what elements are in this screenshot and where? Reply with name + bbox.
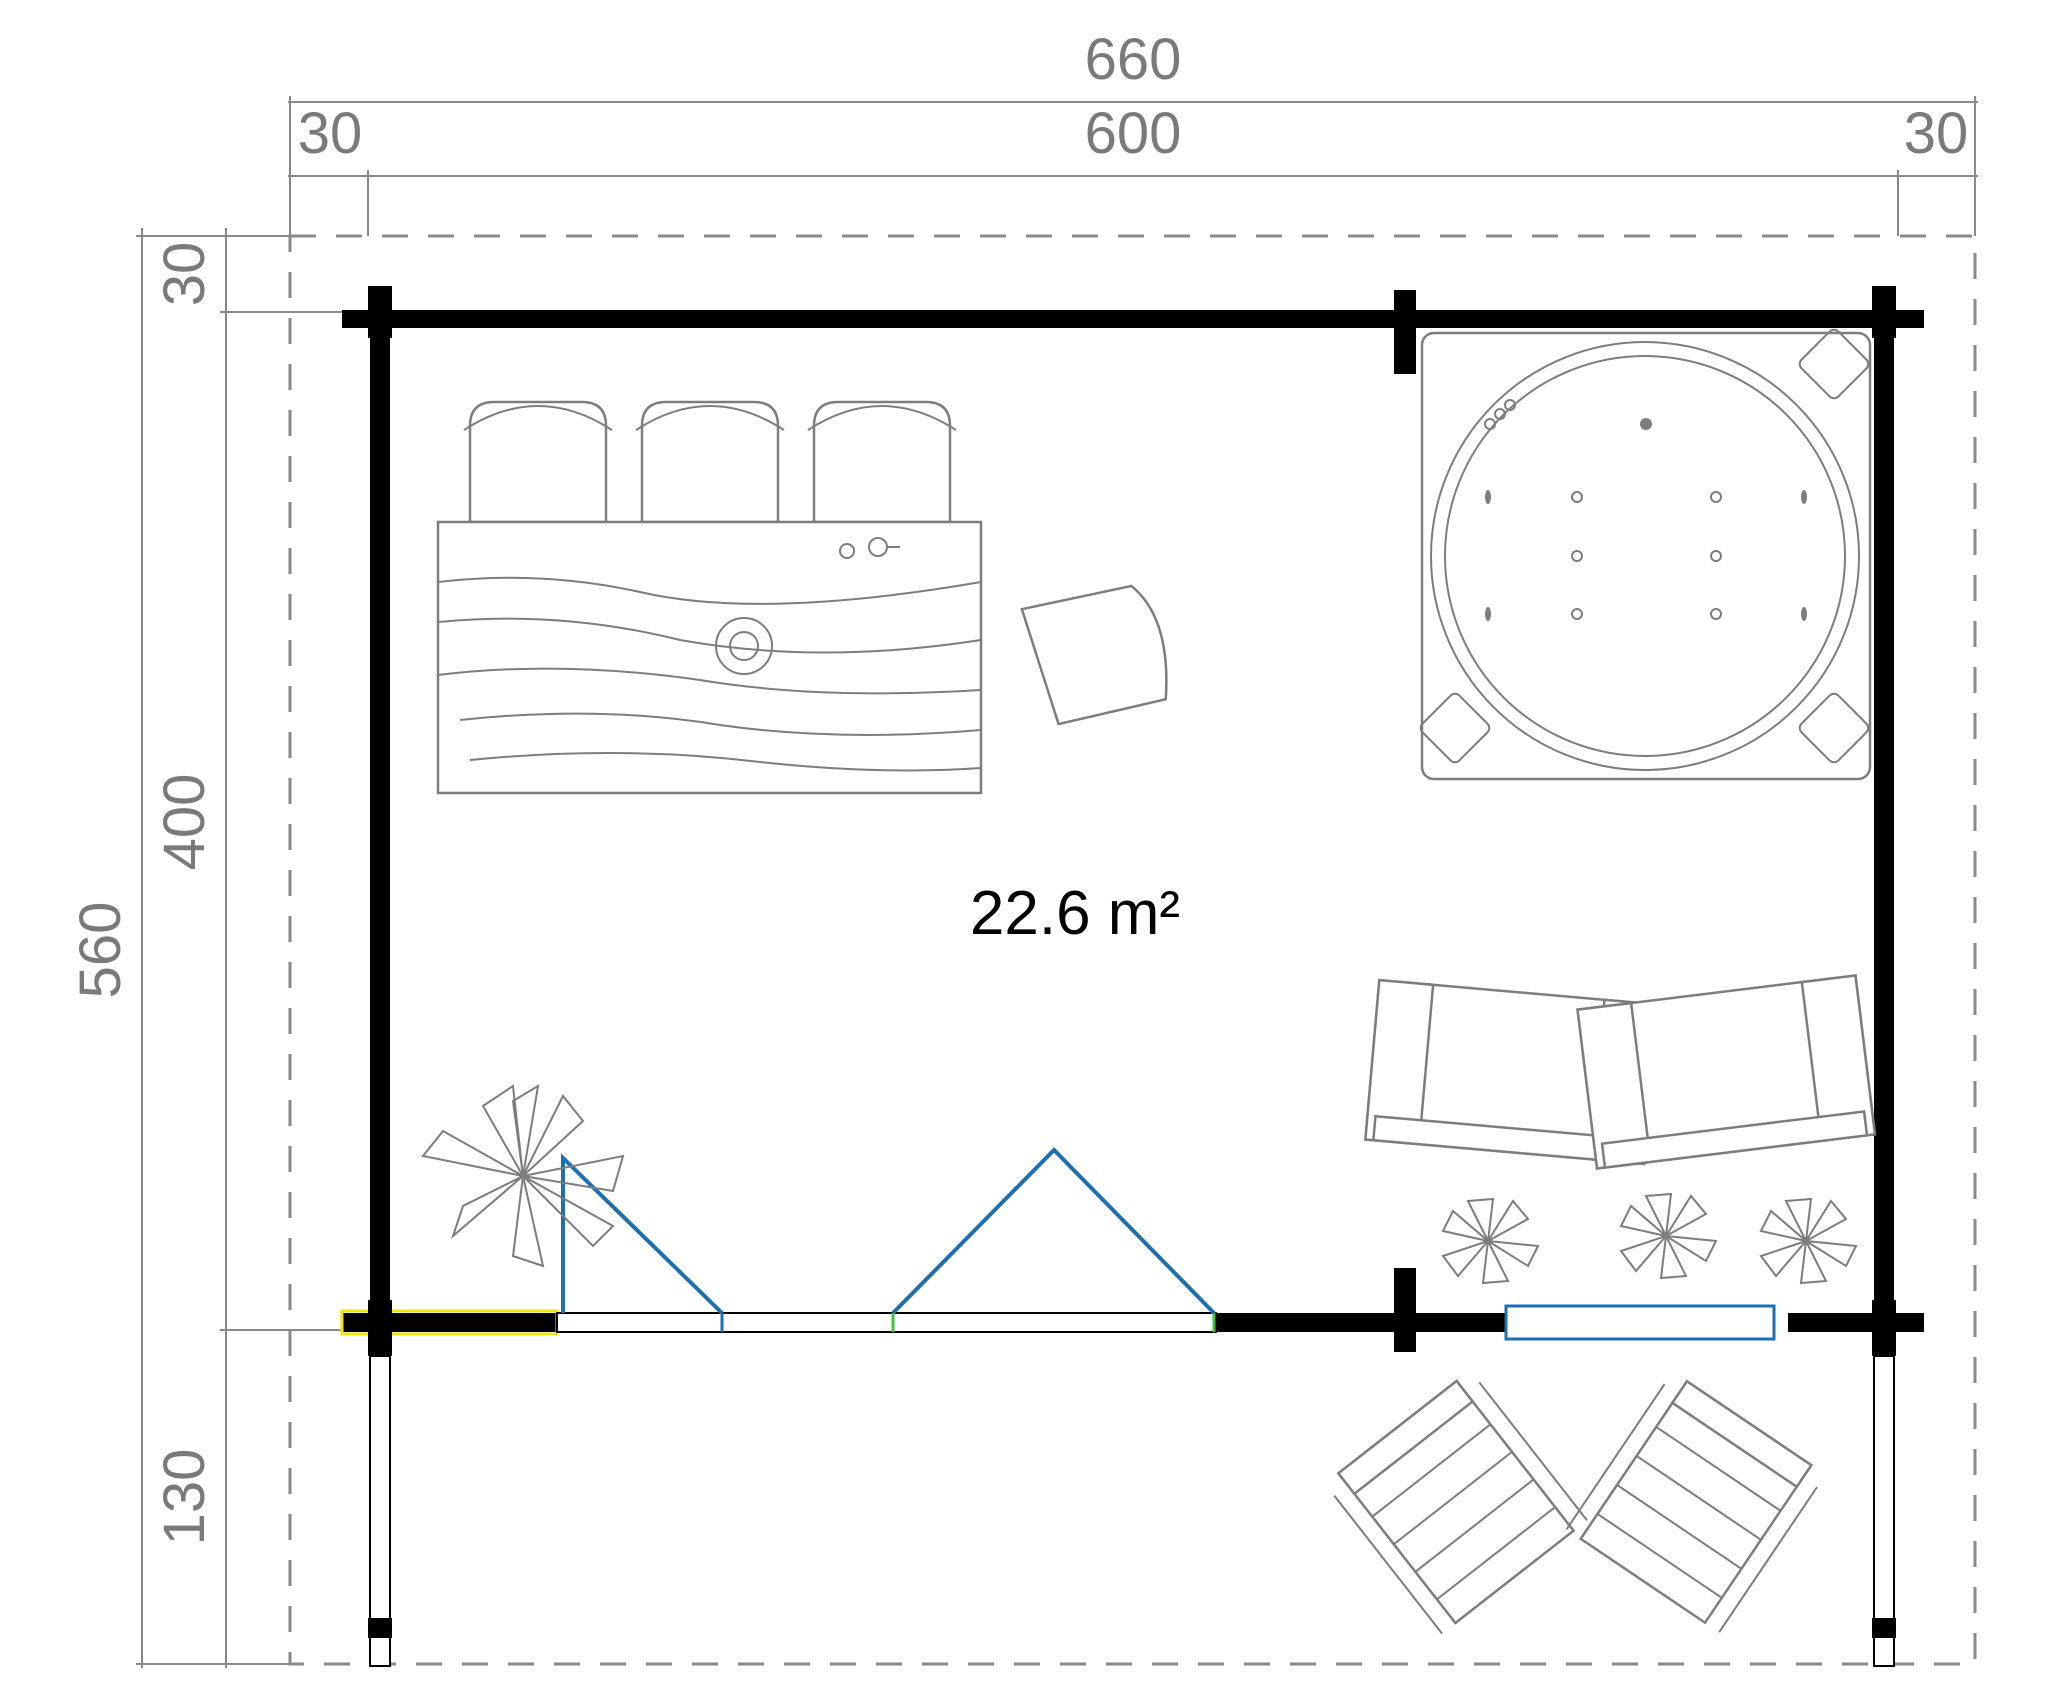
deck-chair-icon xyxy=(1333,1379,1588,1635)
wall-right xyxy=(1874,310,1894,1340)
terrace-post-right-foot xyxy=(1872,1618,1896,1638)
plant-icon xyxy=(1619,1192,1718,1280)
dim-overall-width: 660 xyxy=(1085,27,1182,92)
dimension-lines xyxy=(136,96,1978,1668)
terrace-post-right xyxy=(1873,1355,1895,1667)
chair-icon xyxy=(807,400,957,524)
wall-corner-tl xyxy=(368,286,392,338)
chair-icon xyxy=(635,400,785,524)
terrace-post-left-foot xyxy=(368,1618,392,1638)
dim-terrace-depth: 130 xyxy=(152,1449,217,1546)
wall-corner-br xyxy=(1872,1300,1896,1356)
dim-inner-depth: 400 xyxy=(152,774,217,871)
dim-inner-width: 600 xyxy=(1085,101,1182,166)
deck-chair-icon xyxy=(1565,1379,1818,1633)
chair-icon xyxy=(463,400,613,524)
plant-icon xyxy=(1441,1197,1540,1285)
dim-overhang-top: 30 xyxy=(152,242,217,307)
wall-partition-top xyxy=(1394,290,1416,374)
wall-left xyxy=(370,310,390,1340)
dim-overhang-left: 30 xyxy=(298,101,363,166)
floor-area-label: 22.6 m² xyxy=(970,879,1180,948)
wall-corner-tr xyxy=(1872,286,1896,338)
plant-icon xyxy=(1759,1197,1858,1285)
wall-partition-bottom xyxy=(1394,1268,1416,1352)
door-swing-icon xyxy=(556,1147,1217,1333)
wall-bottom-left xyxy=(342,1313,557,1332)
wall-top xyxy=(342,310,1924,328)
desk-icon xyxy=(436,520,983,795)
armchair-icon xyxy=(1576,974,1877,1170)
wall-bottom-mid xyxy=(1216,1313,1520,1332)
wall-corner-bl xyxy=(368,1300,392,1356)
chair-icon xyxy=(1020,584,1168,726)
roof-outline xyxy=(288,234,1977,1666)
hot-tub-icon xyxy=(1419,328,1872,781)
plant-icon xyxy=(421,1084,625,1268)
window-icon xyxy=(1504,1304,1776,1341)
walls xyxy=(340,286,1924,1667)
wall-bottom-right xyxy=(1788,1313,1924,1332)
dim-overall-depth: 560 xyxy=(68,902,133,999)
terrace-post-left xyxy=(369,1355,391,1667)
dim-overhang-right: 30 xyxy=(1904,101,1969,166)
